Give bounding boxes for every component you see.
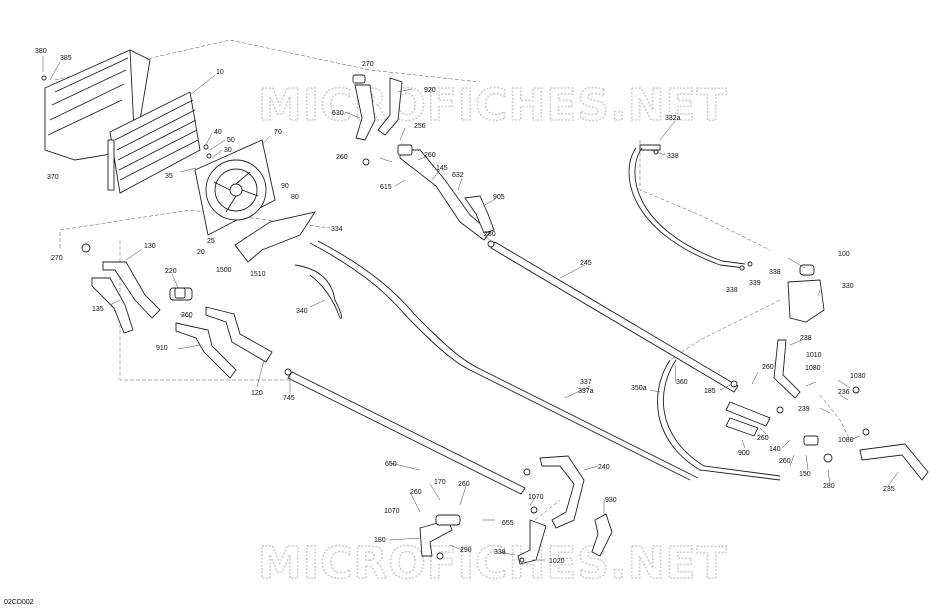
callout-240: 240 — [598, 464, 610, 471]
callout-1080-a: 1080 — [805, 365, 821, 372]
callout-labels: 380 385 10 370 40 50 30 35 70 90 80 25 2… — [35, 48, 895, 565]
callout-260-left: 260 — [181, 312, 193, 319]
callout-235: 235 — [883, 486, 895, 493]
callout-280-top: 280 — [484, 231, 496, 238]
callout-185: 185 — [704, 388, 716, 395]
callout-239: 239 — [798, 406, 810, 413]
hoses-right — [725, 339, 929, 481]
callout-238: 238 — [800, 335, 812, 342]
callout-260-r1: 260 — [762, 364, 774, 371]
fittings — [41, 74, 870, 563]
callout-632: 632 — [452, 172, 464, 179]
callout-1500: 1500 — [216, 267, 232, 274]
callout-338-a: 338 — [667, 153, 679, 160]
callout-70: 70 — [274, 129, 282, 136]
callout-135: 135 — [92, 306, 104, 313]
callout-339: 339 — [749, 280, 761, 287]
callout-130: 130 — [144, 243, 156, 250]
callout-180: 180 — [374, 537, 386, 544]
callout-337: 337 — [580, 379, 592, 386]
callout-630: 630 — [332, 110, 344, 117]
watermark-bottom: MICROFICHES.NET — [258, 538, 728, 589]
callout-140: 140 — [769, 446, 781, 453]
callout-260-b1: 260 — [410, 489, 422, 496]
hoses-left — [91, 261, 273, 379]
coolant-reservoir — [787, 264, 825, 323]
callout-900: 900 — [738, 450, 750, 457]
callout-330: 330 — [842, 283, 854, 290]
callout-920: 920 — [424, 87, 436, 94]
callout-930: 930 — [605, 497, 617, 504]
callout-270-left: 270 — [51, 255, 63, 262]
callout-245: 245 — [580, 260, 592, 267]
bracket — [234, 211, 316, 263]
radiator — [107, 91, 201, 194]
callout-340: 340 — [296, 308, 308, 315]
callout-260-b2: 260 — [458, 481, 470, 488]
callout-260-mid: 260 — [424, 152, 436, 159]
callout-385: 385 — [60, 55, 72, 62]
callout-290: 290 — [460, 547, 472, 554]
callout-20: 20 — [197, 249, 205, 256]
callout-80: 80 — [291, 194, 299, 201]
callout-150: 150 — [799, 471, 811, 478]
callout-337a: 337a — [578, 388, 594, 395]
callout-350a: 350a — [631, 385, 647, 392]
callout-910: 910 — [156, 345, 168, 352]
callout-338-b: 338 — [769, 269, 781, 276]
hoses-top — [354, 77, 495, 241]
callout-905: 905 — [493, 194, 505, 201]
pipes — [287, 144, 781, 495]
callout-10: 10 — [216, 69, 224, 76]
hoses-bottom — [419, 455, 613, 565]
callout-50: 50 — [227, 137, 235, 144]
callout-35: 35 — [165, 173, 173, 180]
callout-90: 90 — [281, 183, 289, 190]
callout-260-top: 260 — [336, 154, 348, 161]
callout-360: 360 — [676, 379, 688, 386]
callout-220: 220 — [165, 268, 177, 275]
callout-338-c: 338 — [726, 287, 738, 294]
callout-30: 30 — [224, 147, 232, 154]
callout-1070-a: 1070 — [528, 494, 544, 501]
callout-256: 256 — [414, 123, 426, 130]
callout-40: 40 — [214, 129, 222, 136]
callout-270-top: 270 — [362, 61, 374, 68]
callout-370: 370 — [47, 174, 59, 181]
watermark-top: MICROFICHES.NET — [258, 80, 728, 131]
callout-338-d: 338 — [494, 549, 506, 556]
callout-170: 170 — [434, 479, 446, 486]
callout-260-r3: 260 — [779, 458, 791, 465]
callout-260-r2: 260 — [757, 435, 769, 442]
callout-1030: 1030 — [850, 373, 866, 380]
fan-assembly — [194, 139, 276, 236]
callout-100: 100 — [838, 251, 850, 258]
callout-655: 655 — [502, 520, 514, 527]
callout-380: 380 — [35, 48, 47, 55]
callout-1070-b: 1070 — [384, 508, 400, 515]
callout-615: 615 — [380, 184, 392, 191]
callout-1080-b: 1080 — [838, 437, 854, 444]
callout-1510: 1510 — [250, 271, 266, 278]
callout-332a: 332a — [665, 115, 681, 122]
diagram-code: 02CD002 — [4, 599, 34, 606]
callout-745: 745 — [283, 395, 295, 402]
callout-1020: 1020 — [549, 558, 565, 565]
callout-145: 145 — [436, 165, 448, 172]
callout-280-r: 280 — [823, 483, 835, 490]
callout-650: 650 — [385, 461, 397, 468]
callout-334: 334 — [331, 226, 343, 233]
callout-236: 236 — [838, 389, 850, 396]
callout-25: 25 — [207, 238, 215, 245]
callout-1010: 1010 — [806, 352, 822, 359]
callout-120: 120 — [251, 390, 263, 397]
